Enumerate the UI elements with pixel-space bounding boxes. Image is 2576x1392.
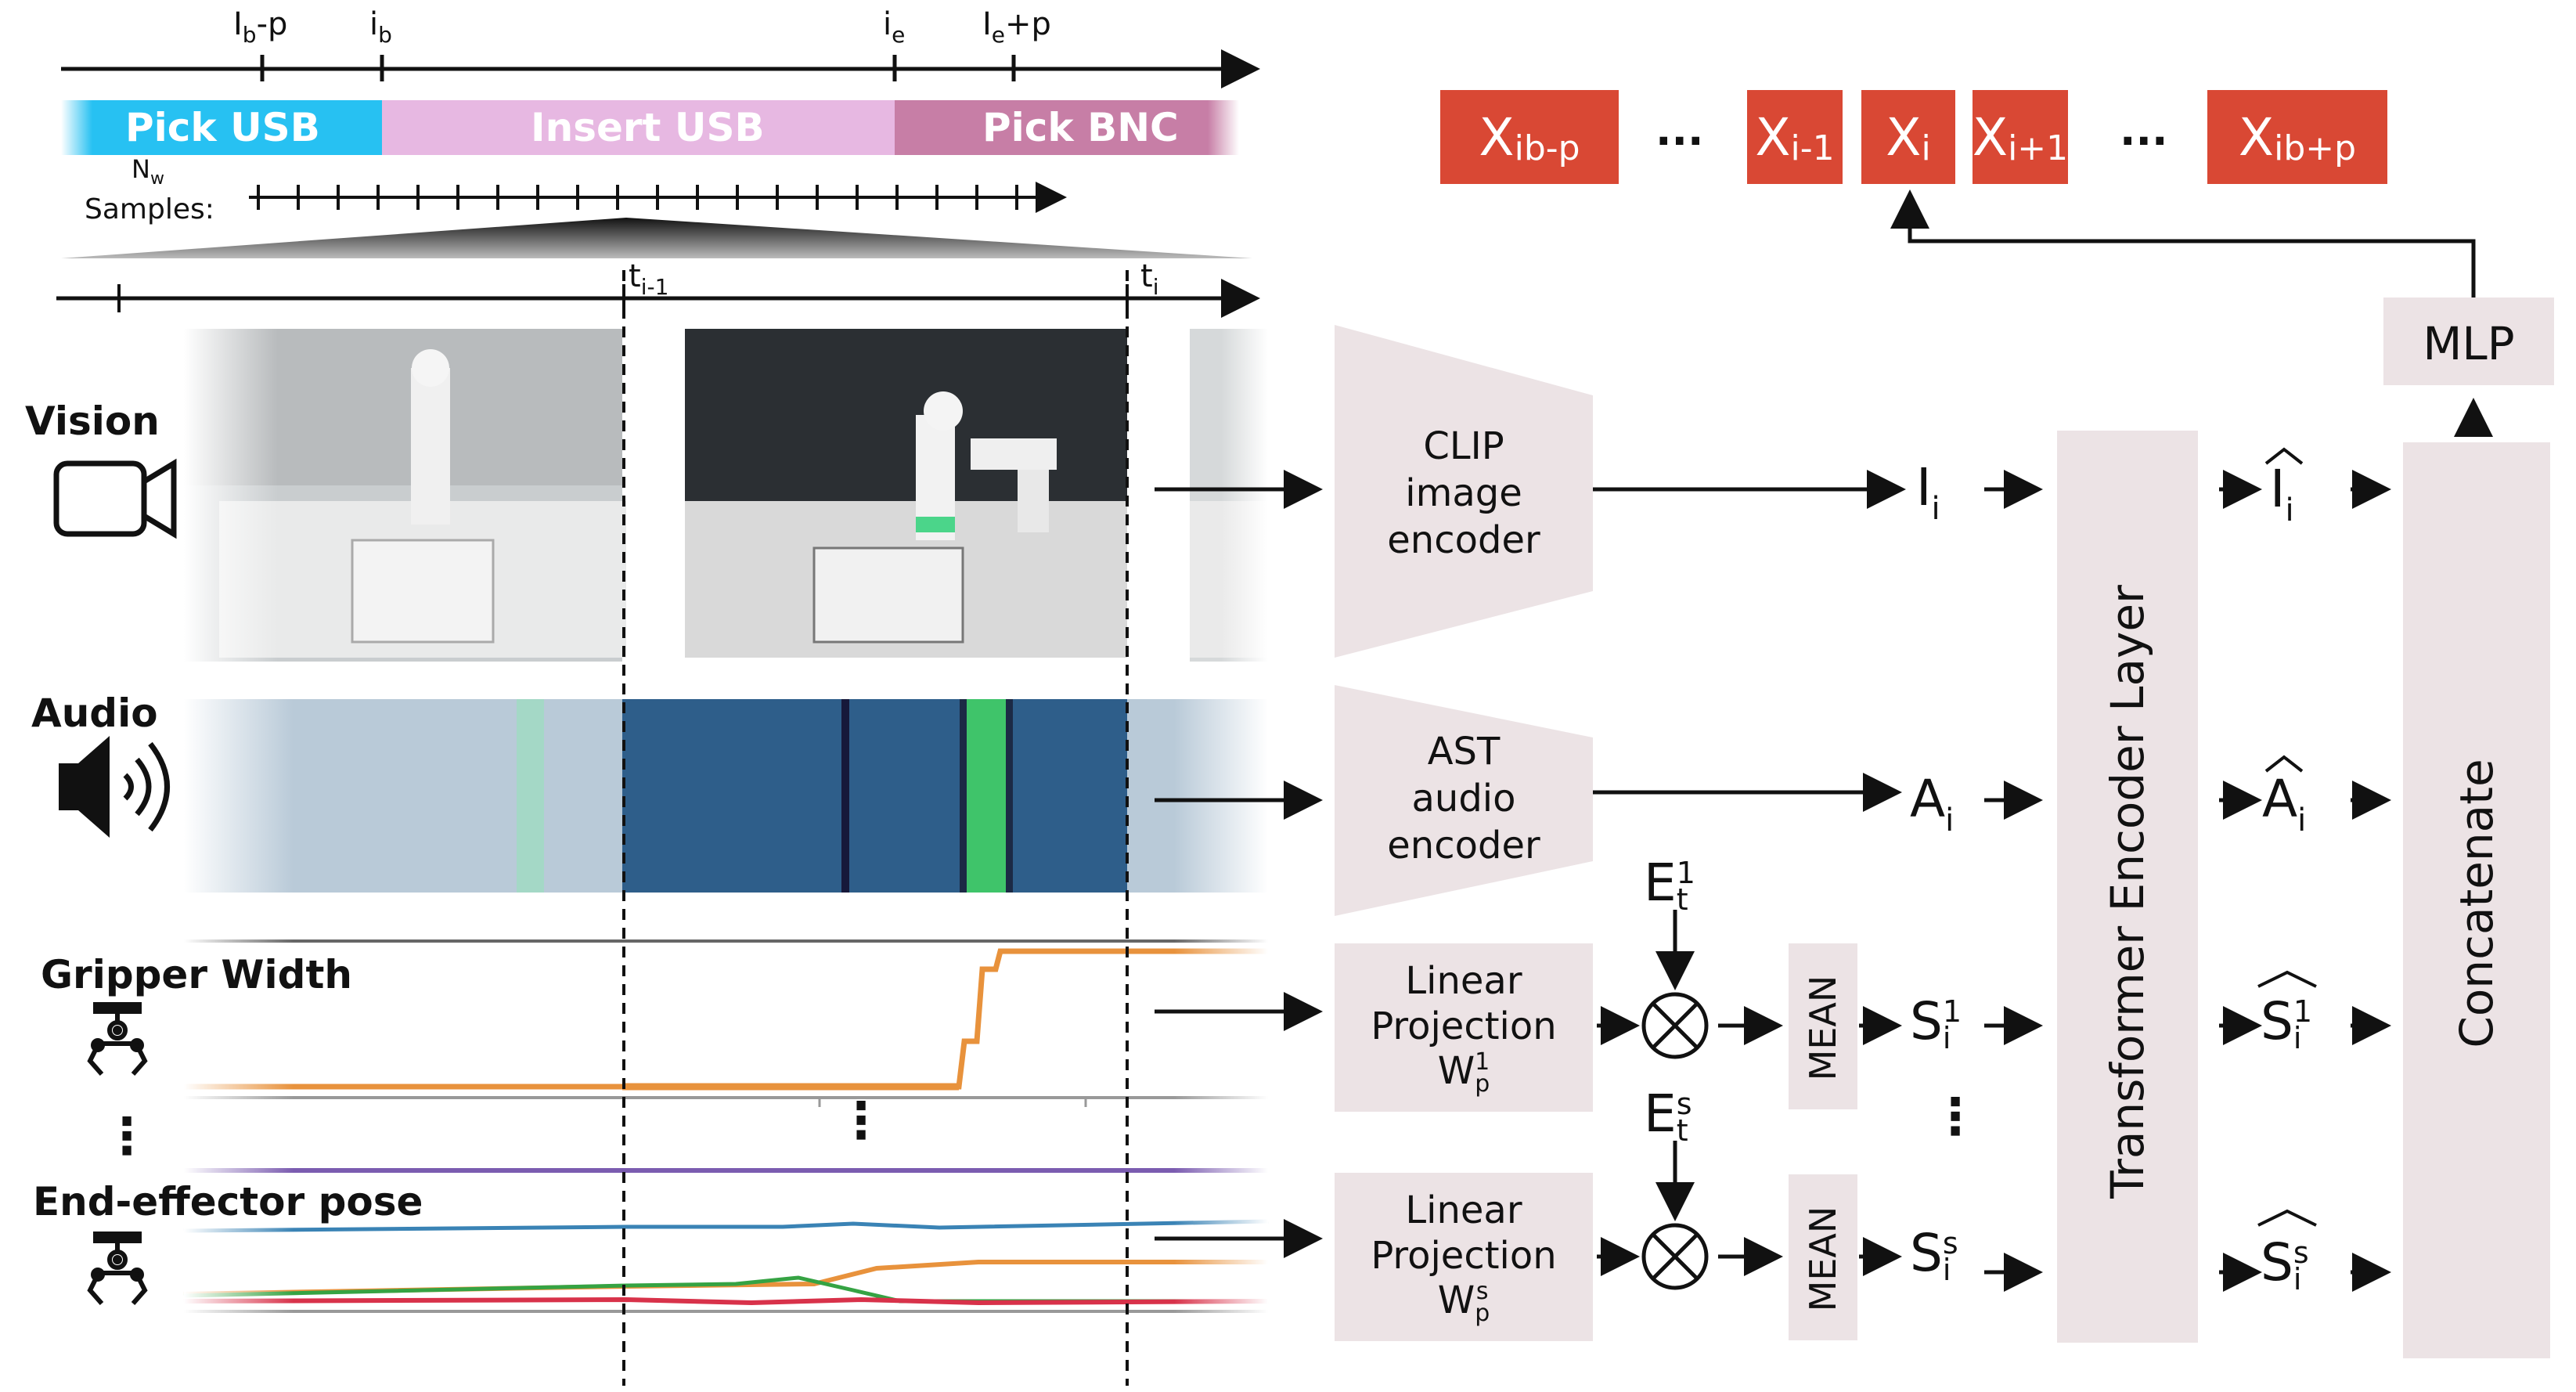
- speaker-icon: [59, 736, 170, 838]
- output-i-hat: Ii: [2270, 459, 2294, 528]
- segment-label-insert-usb: Insert USB: [531, 105, 765, 150]
- gripper-icon: [87, 1002, 148, 1076]
- multiply-circle-s: [1641, 1223, 1709, 1290]
- samples-ruler: [249, 182, 1067, 213]
- plot-ellipsis: ⋮: [836, 1092, 886, 1150]
- concatenate-box: [2403, 442, 2550, 1358]
- gripper-width-plot: [184, 932, 1268, 1112]
- token-dots-left: ...: [1655, 106, 1704, 155]
- token-dots-right: ...: [2120, 106, 2168, 155]
- vision-frame-previous: [184, 329, 626, 662]
- segment-label-pick-bnc: Pick BNC: [982, 105, 1179, 150]
- flow-arrows: [1155, 189, 2493, 1292]
- embedding-i: Ii: [1916, 457, 1940, 527]
- gripper-width-label: Gripper Width: [41, 952, 352, 997]
- segment-insert-usb: [382, 100, 895, 155]
- segment-pick-bnc: [895, 100, 1239, 155]
- zoom-fan: [61, 218, 1252, 258]
- end-effector-pose-plot: [183, 1159, 1269, 1323]
- label-ib-p: Ib-p: [233, 6, 288, 48]
- label-t-cur: ti: [1140, 258, 1159, 300]
- transformer-box: [2057, 431, 2198, 1343]
- transformer-label: Transformer Encoder Layer: [2101, 585, 2154, 1199]
- mean-box-1: [1789, 943, 1857, 1109]
- multiply-circle-1: [1641, 992, 1709, 1059]
- segment-label-pick-usb: Pick USB: [125, 105, 320, 150]
- mean-label-1: MEAN: [1802, 975, 1844, 1081]
- mlp-box: [2383, 298, 2554, 385]
- vision-label: Vision: [25, 398, 160, 444]
- hat-marks: [2257, 447, 2317, 1227]
- ast-encoder-shape: [1335, 685, 1593, 916]
- segment-pick-usb: [61, 100, 382, 155]
- mean-box-s: [1789, 1174, 1857, 1340]
- label-ie: ie: [883, 6, 906, 48]
- modality-ellipsis: ⋮: [102, 1108, 152, 1166]
- vision-frame-next: [1190, 329, 1268, 662]
- camera-icon: [53, 458, 177, 539]
- audio-label: Audio: [31, 691, 158, 736]
- samples-label: Samples:: [85, 193, 214, 225]
- mean-label-s: MEAN: [1802, 1206, 1844, 1312]
- label-ie-p: Ie+p: [982, 6, 1051, 48]
- vision-frame-current: [685, 329, 1127, 658]
- output-a-hat: Ai: [2262, 769, 2307, 838]
- embedding-ellipsis: ⋮: [1930, 1088, 1980, 1146]
- end-effector-pose-label: End-effector pose: [33, 1179, 423, 1224]
- audio-spectrogram: [184, 699, 1268, 893]
- clip-encoder-shape: [1335, 325, 1593, 658]
- mlp-label: MLP: [2423, 317, 2515, 370]
- concatenate-label: Concatenate: [2450, 759, 2503, 1048]
- label-t-prev: ti-1: [629, 258, 669, 300]
- label-ib: ib: [369, 6, 392, 48]
- end-effector-icon: [87, 1232, 148, 1305]
- nw-label: Nw: [132, 154, 164, 189]
- embedding-a: Ai: [1910, 769, 1955, 838]
